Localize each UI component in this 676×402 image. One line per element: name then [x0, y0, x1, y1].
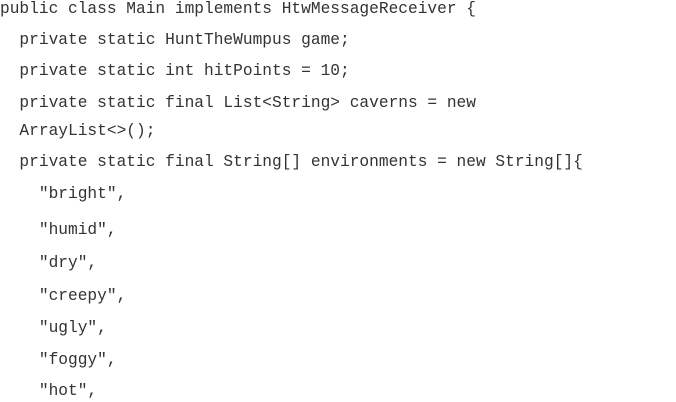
code-line-string-bright: "bright",	[0, 185, 127, 203]
code-line-string-creepy: "creepy",	[0, 287, 127, 305]
code-line-string-hot: "hot",	[0, 382, 98, 400]
code-line-string-foggy: "foggy",	[0, 351, 117, 369]
code-line-string-ugly: "ugly",	[0, 319, 107, 337]
code-line-hitpoints-field: private static int hitPoints = 10;	[0, 62, 350, 80]
code-line-game-field: private static HuntTheWumpus game;	[0, 31, 350, 49]
code-line-caverns-field: private static final List<String> cavern…	[0, 94, 476, 112]
code-line-class-declaration: public class Main implements HtwMessageR…	[0, 0, 476, 18]
code-line-string-dry: "dry",	[0, 254, 98, 272]
code-line-string-humid: "humid",	[0, 221, 117, 239]
code-line-environments-field: private static final String[] environmen…	[0, 153, 583, 171]
code-line-caverns-continued: ArrayList<>();	[0, 122, 156, 140]
